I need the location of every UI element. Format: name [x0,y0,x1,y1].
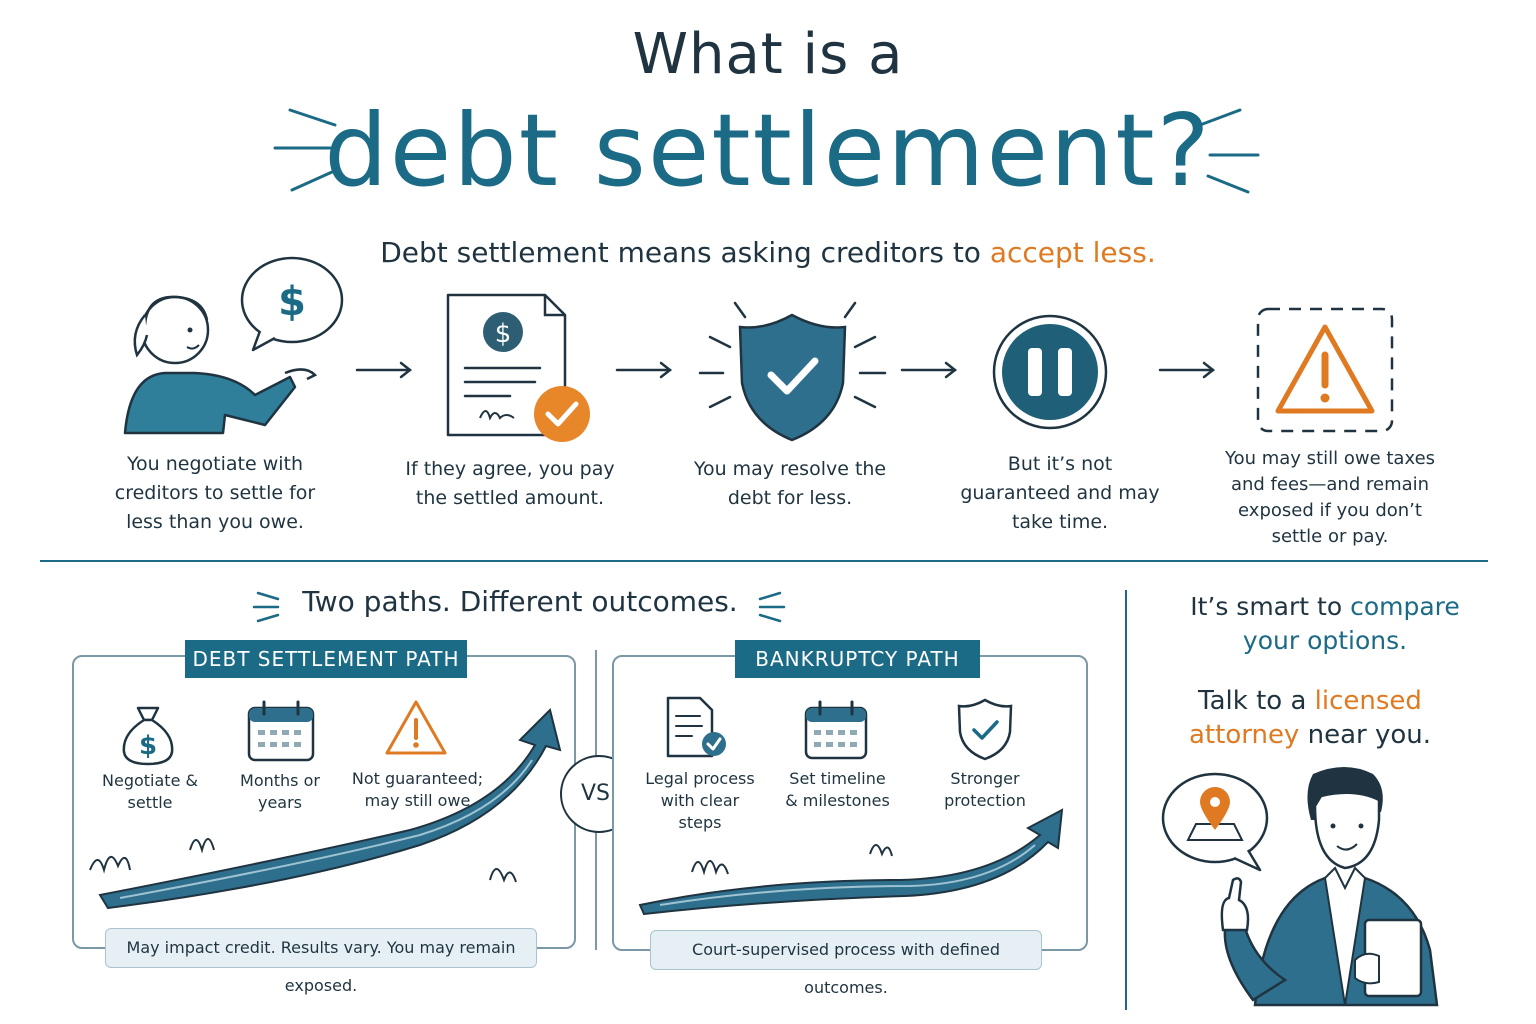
section-divider [40,560,1488,562]
left-item-1-label: Negotiate & settle [102,771,198,812]
cta-compare-lead: It’s smart to [1190,592,1351,621]
arrow-icon [615,361,673,379]
document-check-icon: $ [446,293,590,442]
rising-path-arrow [638,808,1064,916]
arrow-icon [900,361,958,379]
cta-attorney-tail: near you. [1299,720,1431,750]
heading-sparkles [252,591,786,623]
cta-compare-accent: compare your options. [1242,592,1460,655]
calendar-icon [804,700,868,760]
subtitle: Debt settlement means asking creditors t… [0,236,1536,269]
left-item-2-label: Months or years [240,771,320,812]
bankruptcy-label: BANKRUPTCY PATH [735,640,980,678]
subtitle-accent: accept less. [989,236,1156,269]
title-line-1: What is a [632,22,904,87]
pause-icon [992,314,1108,430]
left-panel-note: May impact credit. Results vary. You may… [105,928,537,995]
arrow-icon [355,361,413,379]
comparison-heading: Two paths. Different outcomes. [302,585,738,618]
right-item-3-label: Stronger protection [944,769,1026,810]
left-item-3-label: Not guaranteed; may still owe [351,769,484,810]
money-bag-icon: $ [122,706,174,766]
subtitle-lead: Debt settlement means asking creditors t… [380,236,990,269]
right-panel-note: Court-supervised process with defined ou… [650,930,1042,997]
warning-icon [1256,307,1394,433]
warning-icon [385,700,447,755]
document-check-icon [666,696,726,758]
arrow-icon [1158,361,1216,379]
right-item-1-label: Legal process with clear steps [645,769,755,832]
step-2-text: If they agree, you pay the settled amoun… [405,458,615,509]
cta-attorney-accent: licensed attorney [1189,686,1422,750]
location-pin-icon [1161,772,1269,872]
rising-path-arrow [89,708,562,910]
person-talking-icon: $ [123,256,344,435]
calendar-icon [247,700,315,762]
shield-check-icon [698,301,887,442]
debt-settlement-label: DEBT SETTLEMENT PATH [185,640,467,678]
step-3-text: You may resolve the debt for less. [693,458,887,509]
right-item-2-label: Set timeline & milestones [785,769,890,810]
column-divider [1125,590,1127,1010]
cta-attorney: Talk to a licensed attorney near you. [1160,684,1460,752]
title-sparkles-left [273,108,1260,194]
cta-attorney-lead: Talk to a [1198,686,1315,716]
attorney-figure [1220,767,1439,1007]
svg-text:$: $ [278,279,306,325]
svg-text:$: $ [495,319,512,349]
step-4-text: But it’s not guaranteed and may take tim… [960,453,1160,533]
shield-check-icon [957,698,1013,761]
step-1-text: You negotiate with creditors to settle f… [114,453,316,533]
svg-text:$: $ [139,731,157,761]
title-line-2: debt settlement? [324,92,1212,209]
step-5-text: You may still owe taxes and fees—and rem… [1225,448,1436,547]
cta-compare: It’s smart to compare your options. [1160,590,1490,658]
